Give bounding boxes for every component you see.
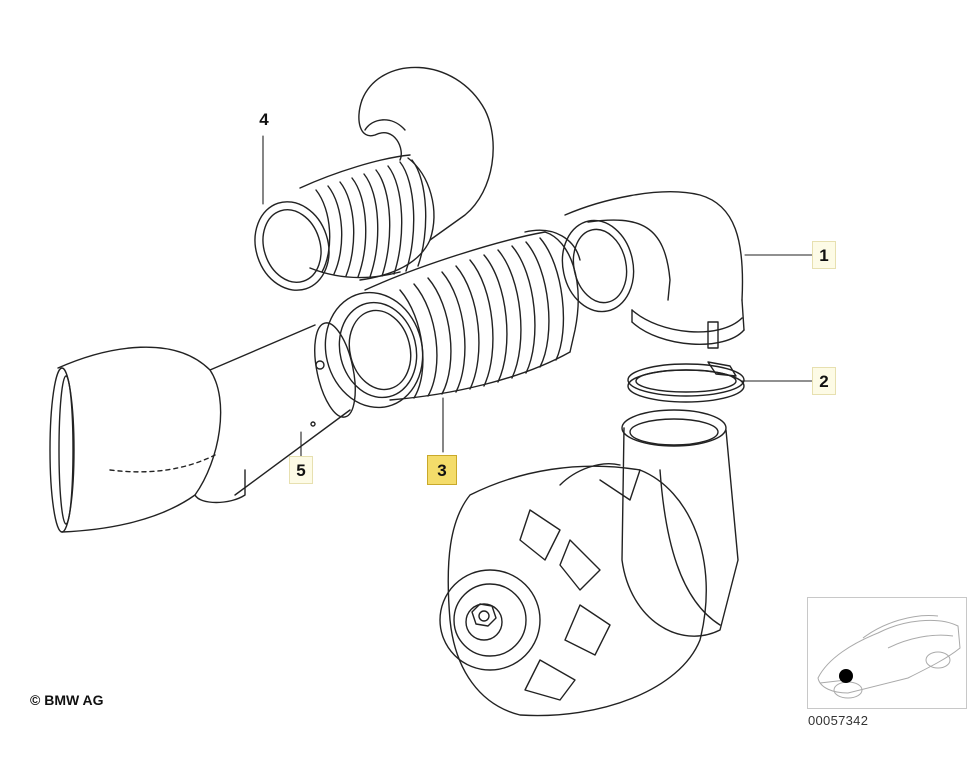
callout-1[interactable]: 1	[812, 241, 836, 269]
part-4-bellows	[299, 154, 427, 279]
part-3-ribs	[399, 237, 565, 399]
leader-lines	[262, 135, 813, 457]
location-marker-icon	[839, 669, 853, 683]
part-5-air-duct	[49, 322, 356, 533]
callout-4[interactable]: 4	[259, 110, 269, 129]
part-4-bent-hose	[254, 66, 494, 291]
callout-3[interactable]: 3	[427, 455, 457, 485]
part-3-bellows-hose	[324, 229, 581, 409]
part-2-clamp	[627, 361, 745, 403]
car-locator-thumbnail	[807, 597, 967, 709]
part-1-elbow	[561, 191, 745, 349]
document-number: 00057342	[808, 713, 869, 728]
alternator	[439, 409, 739, 717]
callout-2[interactable]: 2	[812, 367, 836, 395]
car-outline-icon	[817, 614, 961, 699]
copyright-text: © BMW AG	[30, 692, 104, 708]
callout-5[interactable]: 5	[289, 456, 313, 484]
